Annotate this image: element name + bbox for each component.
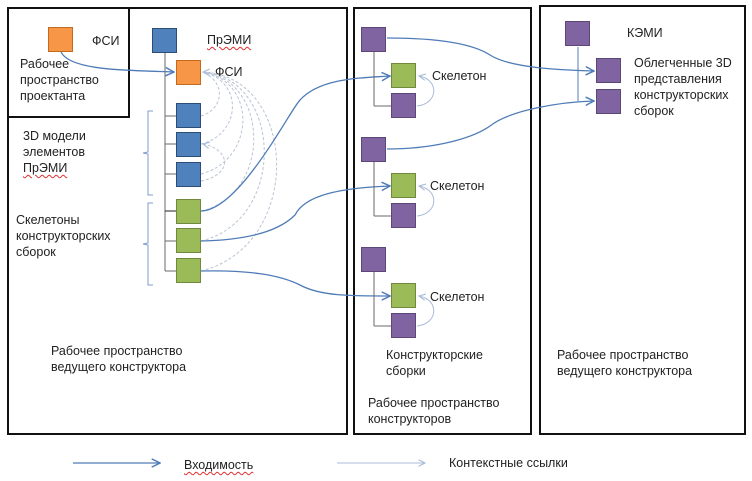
link-skeleton3: [200, 270, 390, 296]
model-square-1[interactable]: [176, 103, 201, 128]
lead-designer-workspace-left-panel: [7, 7, 348, 435]
lead-designer-workspace-right-panel: [539, 5, 746, 435]
fsi-target-label: ФСИ: [215, 65, 243, 79]
link-skeleton2: [200, 186, 390, 242]
lightweight-square-1[interactable]: [596, 58, 621, 83]
context-links-left: [200, 72, 278, 272]
brace-models: [142, 110, 153, 196]
assembly-root-square-1[interactable]: [361, 27, 386, 52]
premi-root-label: ПрЭМИ: [207, 33, 252, 47]
brace-models-label: 3D модели элементов ПрЭМИ: [23, 128, 86, 176]
left-tree-lines: [164, 53, 176, 272]
legend-context-label: Контекстные ссылки: [449, 456, 568, 470]
inclusion-links: [60, 37, 594, 296]
designers-workspace-panel: [353, 7, 532, 435]
assembly-child-square-1[interactable]: [391, 93, 416, 118]
designers-caption: Рабочее пространство конструкторов: [368, 396, 500, 426]
assembly-skeleton-square-2[interactable]: [391, 173, 416, 198]
premi-root-square[interactable]: [152, 28, 177, 53]
skeleton-square-2[interactable]: [176, 228, 201, 253]
model-square-2[interactable]: [176, 132, 201, 157]
skeleton-square-3[interactable]: [176, 258, 201, 283]
kemi-root-label: КЭМИ: [627, 26, 663, 40]
lightweight-square-2[interactable]: [596, 89, 621, 114]
middle-tree-lines: [373, 52, 391, 327]
fsi-target-square[interactable]: [176, 60, 201, 85]
designer-workspace-caption: Рабочее пространство проектанта: [20, 57, 99, 103]
designer-workspace-panel: [7, 7, 130, 118]
lead-designer-left-caption: Рабочее пространство ведущего конструкто…: [51, 344, 187, 374]
assembly-skeleton-square-3[interactable]: [391, 283, 416, 308]
assemblies-label: Конструкторские сборки: [386, 348, 483, 378]
lead-designer-right-caption: Рабочее пространство ведущего конструкто…: [557, 348, 693, 378]
fsi-source-square[interactable]: [48, 27, 73, 52]
context-links-middle: [416, 76, 435, 327]
assembly-skeleton-square-1[interactable]: [391, 63, 416, 88]
legend-solid-label: Входимость: [184, 458, 254, 472]
skeleton-square-1[interactable]: [176, 199, 201, 224]
skeleton-label-2: Скелетон: [430, 179, 485, 193]
fsi-source-label: ФСИ: [92, 34, 120, 48]
kemi-root-square[interactable]: [565, 21, 590, 46]
link-skeleton1: [200, 76, 390, 212]
brace-models-label-premi: ПрЭМИ: [23, 161, 68, 175]
lightweight-label: Облегченные 3D представления конструктор…: [634, 56, 732, 118]
assembly-root-square-3[interactable]: [361, 247, 386, 272]
assembly-child-square-3[interactable]: [391, 313, 416, 338]
skeleton-label-1: Скелетон: [432, 69, 487, 83]
link-assembly1-to-kemi: [386, 37, 594, 71]
assembly-root-square-2[interactable]: [361, 137, 386, 162]
model-square-3[interactable]: [176, 162, 201, 187]
brace-models-label-text: 3D модели элементов: [23, 129, 86, 159]
link-assembly2-to-kemi: [386, 101, 594, 150]
brace-skeletons: [142, 202, 153, 286]
brace-skeletons-label: Скелетоны конструкторских сборок: [16, 213, 111, 259]
skeleton-label-3: Скелетон: [430, 290, 485, 304]
link-fsi-to-premi: [60, 51, 174, 72]
assembly-child-square-2[interactable]: [391, 203, 416, 228]
